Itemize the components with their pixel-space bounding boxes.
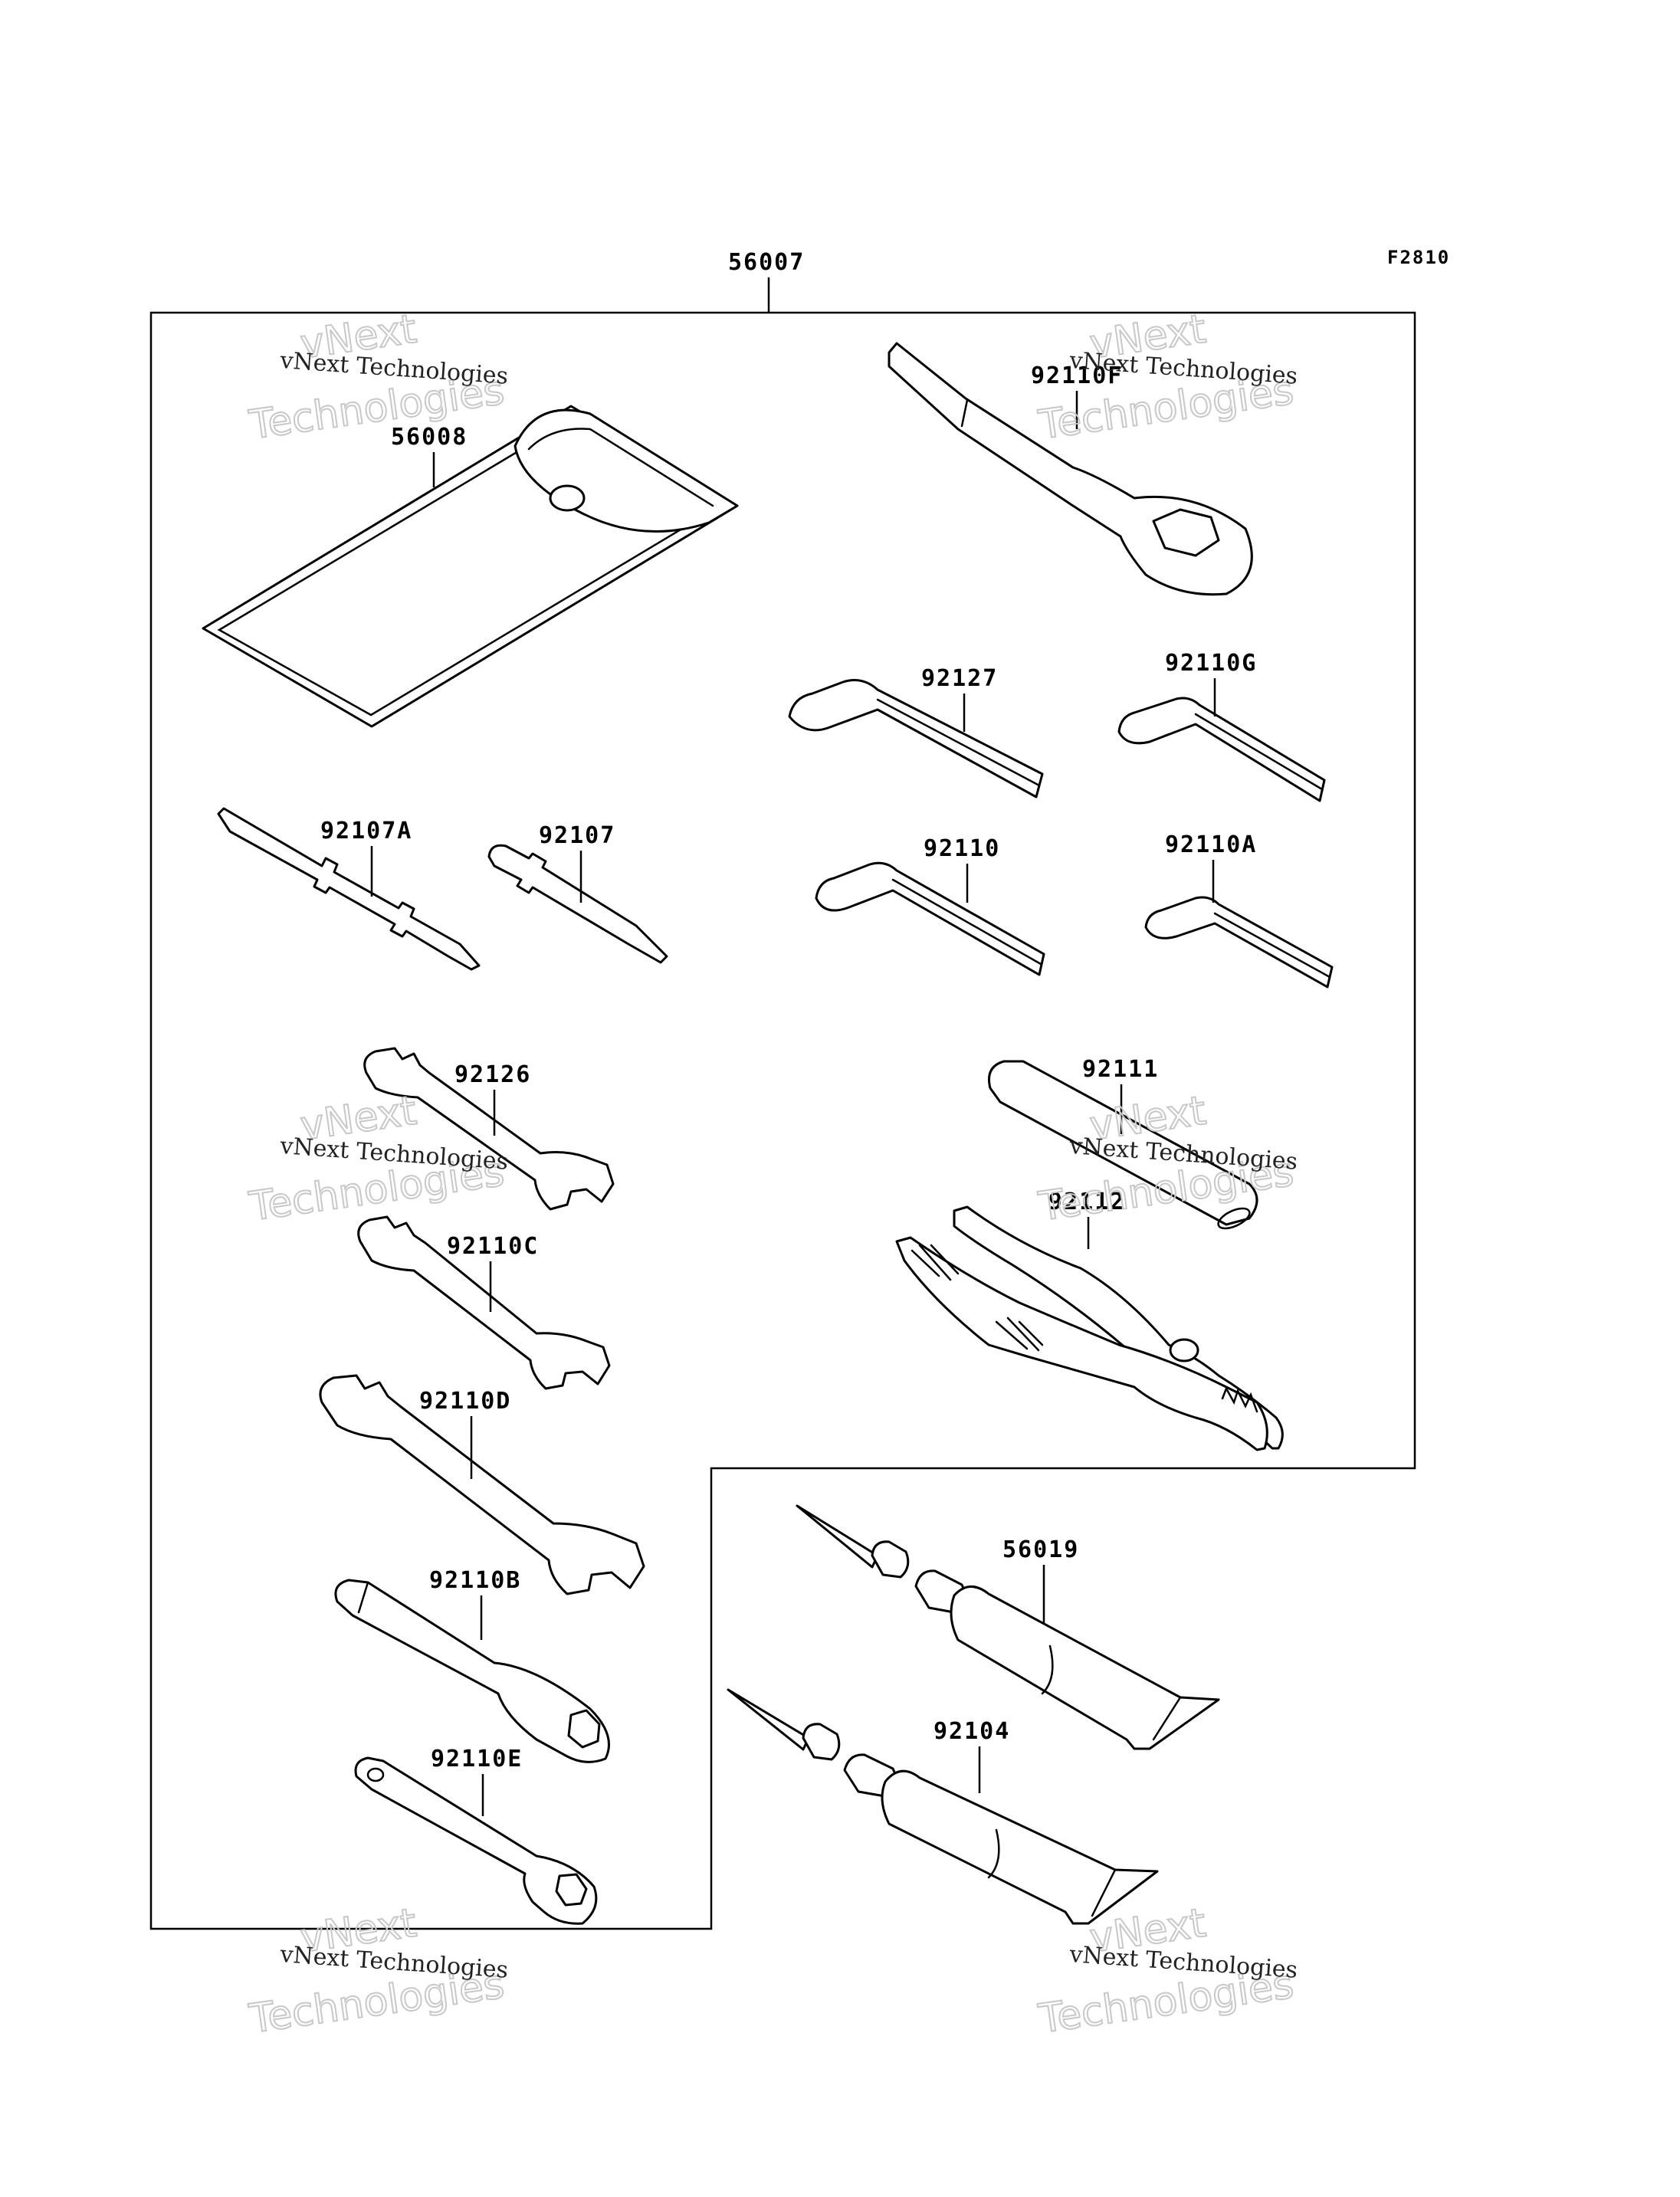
tube-92104 [727, 1688, 1159, 1925]
kit-frame [149, 311, 1416, 1930]
box-wrench-92110F [888, 342, 1253, 596]
part-label-56019: 56019 [1002, 1536, 1079, 1563]
part-label-92110: 92110 [924, 835, 1000, 862]
part-label-92107A: 92107A [320, 818, 412, 844]
tool-pouch-56008 [202, 405, 739, 728]
part-label-92107: 92107 [539, 822, 615, 849]
part-label-92110A: 92110A [1165, 831, 1257, 858]
screwdriver-bit-92107A [217, 807, 481, 971]
kit-label: 56007 [728, 249, 805, 276]
hex-key-92127 [788, 679, 1044, 798]
watermark: vNext Technologies vNext Technologies [245, 1900, 509, 2044]
part-label-92126: 92126 [454, 1061, 531, 1088]
watermark: vNext Technologies vNext Technologies [245, 306, 509, 450]
hex-key-92110 [815, 861, 1045, 976]
part-label-92112: 92112 [1048, 1189, 1125, 1215]
figure-code: F2810 [1387, 247, 1450, 268]
pliers-92112 [895, 1205, 1284, 1451]
part-label-92110F: 92110F [1031, 362, 1123, 389]
hex-key-92110A [1144, 896, 1334, 989]
box-spanner-92110E [354, 1756, 598, 1925]
part-label-92127: 92127 [921, 665, 998, 692]
part-label-92111: 92111 [1082, 1056, 1159, 1083]
open-wrench-92110C [357, 1215, 611, 1390]
part-label-92110B: 92110B [429, 1567, 521, 1594]
part-label-92110C: 92110C [447, 1233, 539, 1260]
part-label-92110G: 92110G [1165, 650, 1257, 677]
screwdriver-92107 [487, 844, 668, 964]
part-label-92104: 92104 [934, 1718, 1010, 1745]
tube-56019 [796, 1504, 1220, 1750]
part-label-92110E: 92110E [431, 1746, 523, 1772]
part-label-92110D: 92110D [419, 1388, 511, 1415]
open-wrench-92126 [363, 1047, 615, 1211]
hex-key-92110G [1117, 697, 1326, 802]
open-wrench-92110D [319, 1374, 645, 1595]
part-label-56008: 56008 [391, 424, 468, 451]
handle-bar-92111 [988, 1060, 1258, 1230]
box-spanner-92110B [334, 1579, 610, 1763]
